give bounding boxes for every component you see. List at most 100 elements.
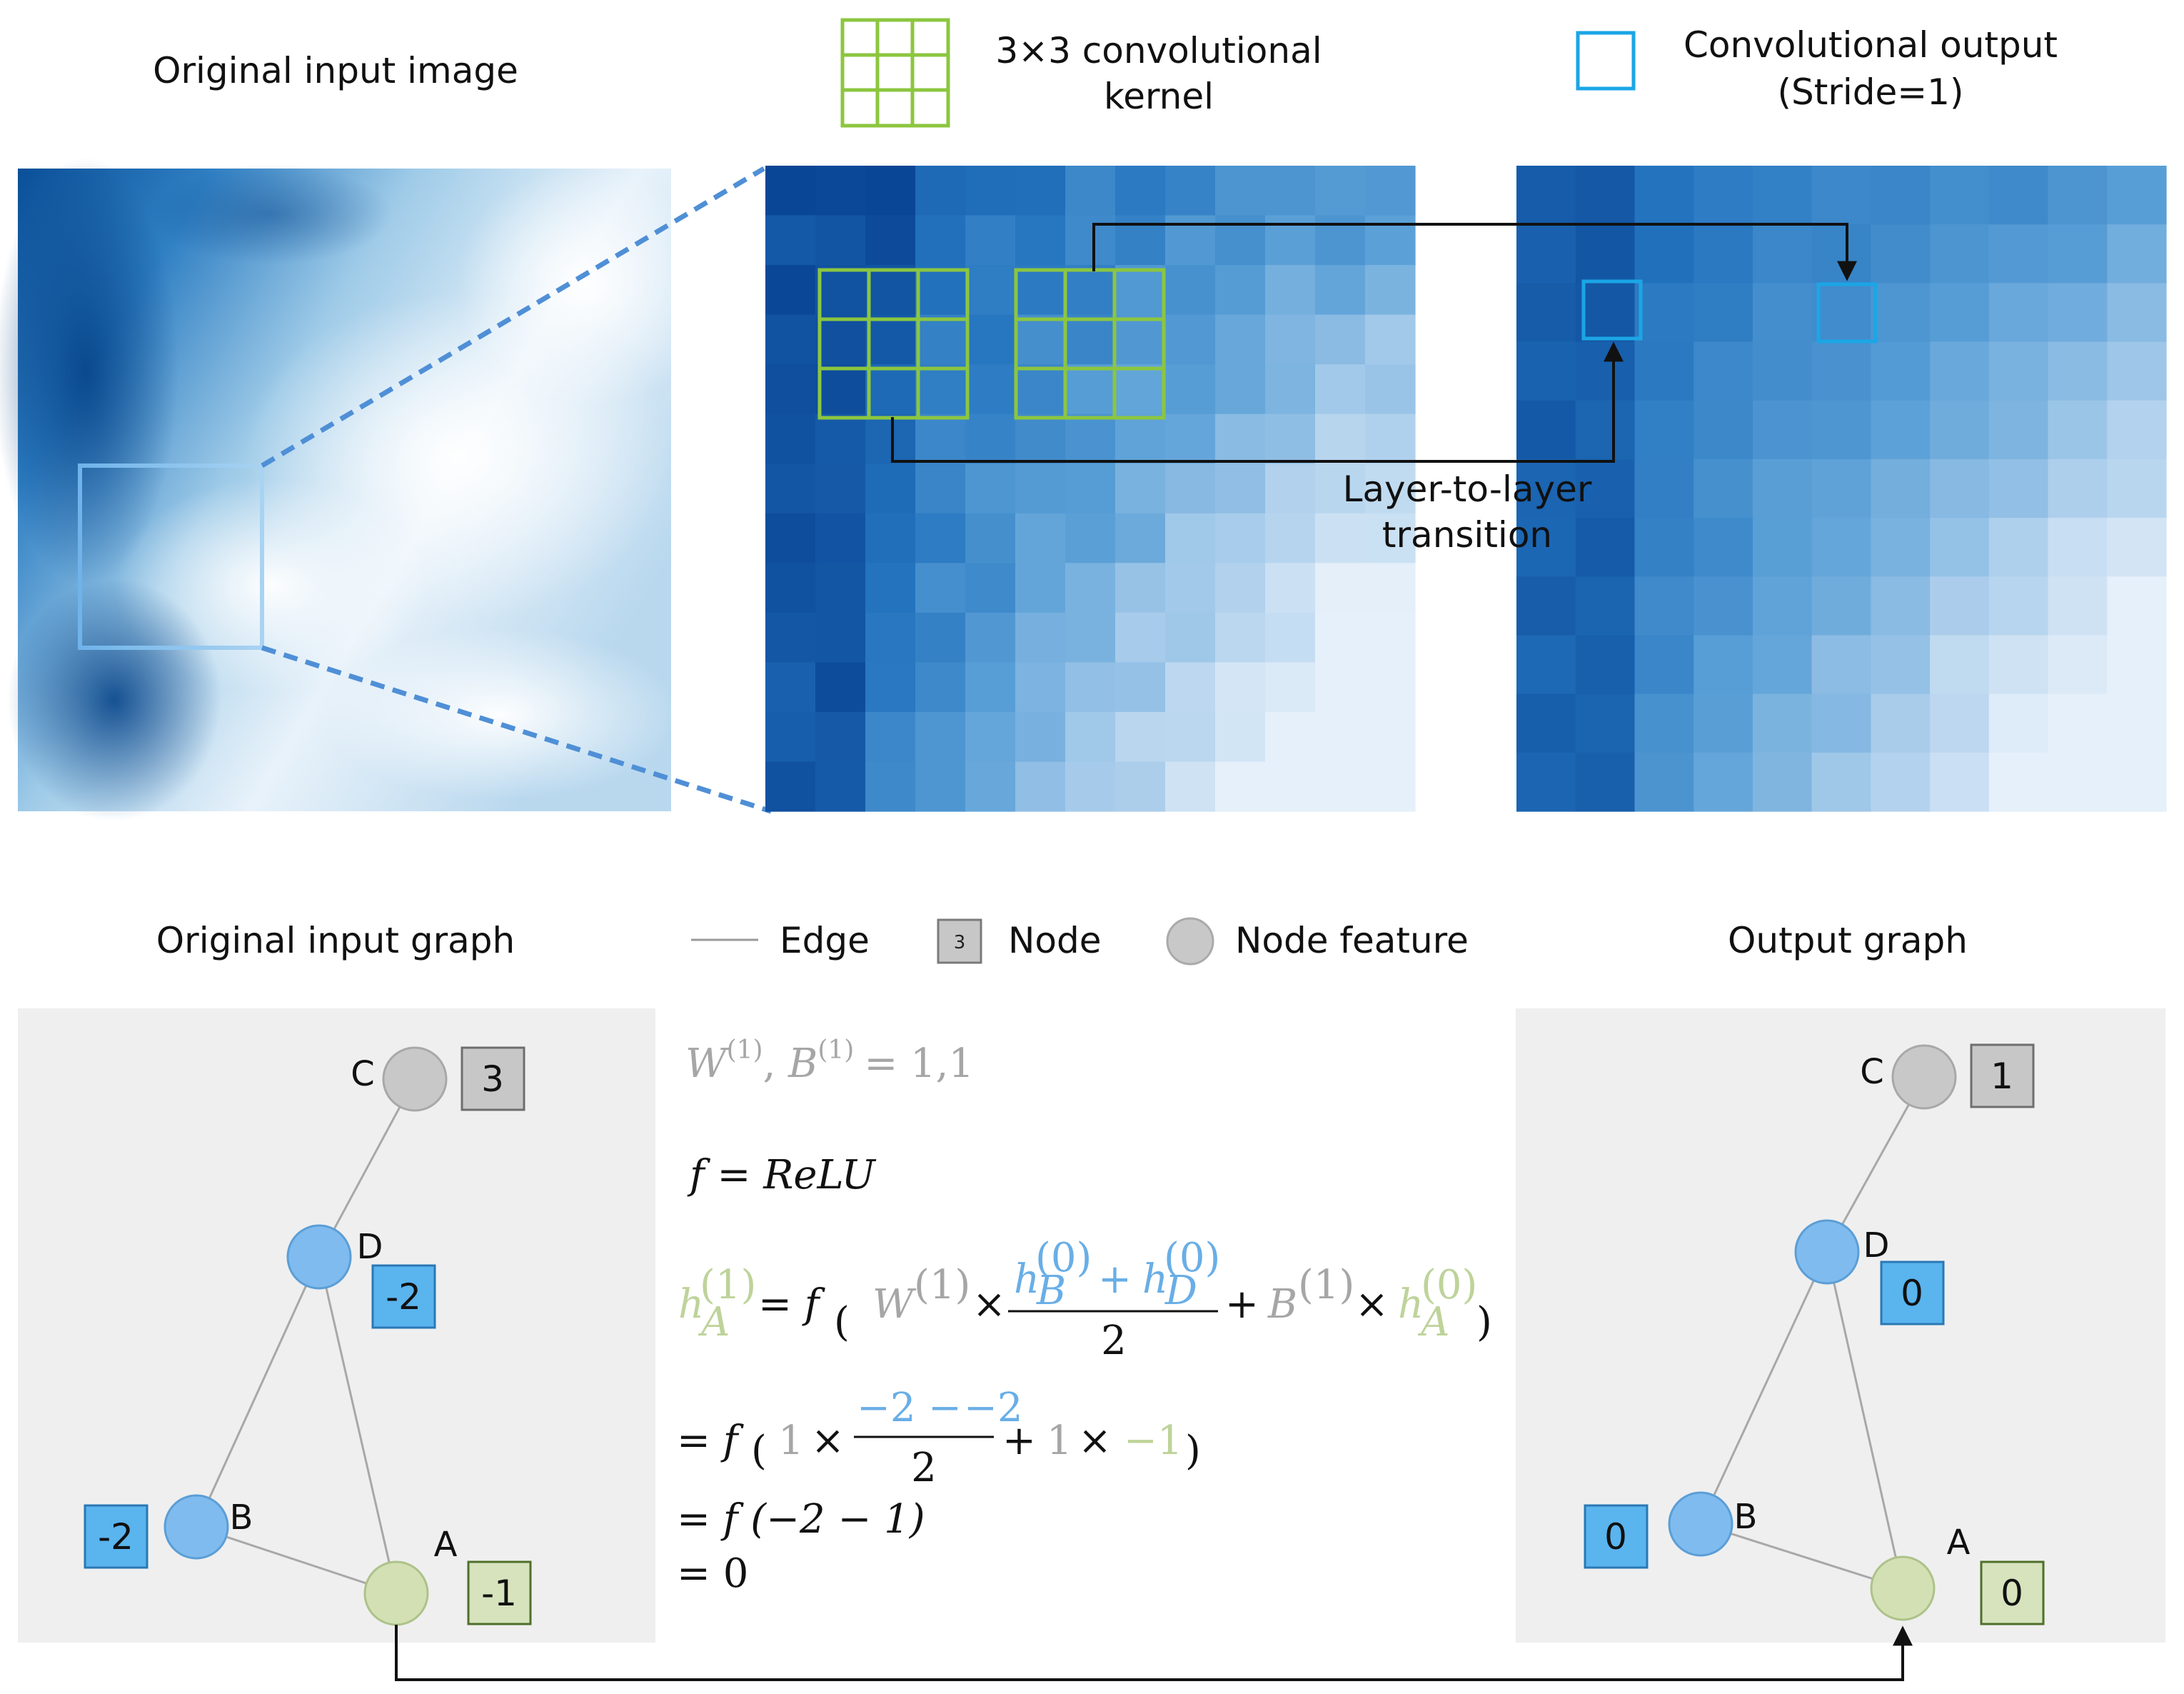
pixel-cell <box>1752 576 1813 636</box>
pixel-cell <box>915 215 966 266</box>
pixel-cell <box>915 711 966 762</box>
pixel-cell <box>1988 458 2049 518</box>
pixel-cell <box>1315 513 1366 563</box>
pixel-cell <box>1575 752 1635 812</box>
pixel-cell <box>1516 166 1576 225</box>
pixel-cell <box>1988 166 2049 225</box>
pixel-cell <box>1115 265 1166 316</box>
pixel-cell <box>1265 761 1316 812</box>
pixel-cell <box>2107 166 2167 225</box>
pixel-cell <box>1215 463 1266 514</box>
pixel-cell <box>1165 761 1216 812</box>
pixel-cell <box>1516 693 1576 753</box>
pixel-cell <box>2107 693 2167 753</box>
pixel-cell <box>1575 283 1635 343</box>
svg-text:×: × <box>972 1281 1006 1328</box>
pixel-cell <box>1988 693 2049 753</box>
svg-text:-2: -2 <box>386 1276 421 1318</box>
svg-text:(1): (1) <box>1298 1262 1354 1308</box>
pixel-cell <box>2107 283 2167 343</box>
pixel-cell <box>1752 341 1813 401</box>
pixel-cell <box>1516 576 1576 636</box>
pixel-cell <box>915 364 966 415</box>
pixel-cell <box>2107 400 2167 460</box>
pixel-cell <box>1575 458 1635 518</box>
pixel-cell <box>1634 341 1694 401</box>
pixel-cell <box>1115 761 1166 812</box>
pixel-cell <box>765 314 816 365</box>
pixel-cell <box>1575 224 1635 284</box>
pixel-cell <box>1115 711 1166 762</box>
pixel-cell <box>1315 662 1366 713</box>
pixel-cell <box>965 265 1016 316</box>
pixel-cell <box>1811 458 1871 518</box>
pixel-cell <box>815 711 866 762</box>
pixel-cell <box>1015 463 1066 514</box>
pixel-cell <box>2107 458 2167 518</box>
pixel-cell <box>1930 576 1990 636</box>
output-node-C: C 1 <box>1860 1043 2035 1110</box>
pixel-cell <box>1988 518 2049 577</box>
pixel-cell <box>1752 166 1813 225</box>
pixel-cell <box>1516 341 1576 401</box>
pixel-cell <box>865 463 916 514</box>
pixel-cell <box>765 513 816 563</box>
formula-block: W(1), B(1)= 1,1 f = ReLU h (1) A = f ( W… <box>677 1036 1492 1597</box>
formula-den: 2 <box>911 1445 937 1491</box>
pixel-cell <box>1265 612 1316 663</box>
pixel-cell <box>1694 224 1753 284</box>
pixel-cell <box>1694 458 1753 518</box>
svg-text:−1: −1 <box>1124 1418 1183 1464</box>
pixel-cell <box>1315 463 1366 514</box>
pixel-cell <box>915 463 966 514</box>
formula-num-a: −2 <box>857 1385 916 1431</box>
pixel-cell <box>1365 314 1416 365</box>
pixel-cell <box>865 265 916 316</box>
svg-text:−: − <box>928 1385 962 1431</box>
pixel-cell <box>965 612 1016 663</box>
formula-lhs: h <box>678 1281 704 1328</box>
pixel-cell <box>2048 576 2108 636</box>
pixel-cell <box>1871 400 1931 460</box>
pixel-cell <box>1265 513 1316 563</box>
pixel-cell <box>1634 518 1694 577</box>
pixel-cell <box>1752 283 1813 343</box>
pixel-cell <box>1215 314 1266 365</box>
pixel-cell <box>1015 662 1066 713</box>
pixel-cell <box>765 662 816 713</box>
pixel-cell <box>1811 400 1871 460</box>
pixel-cell <box>1634 458 1694 518</box>
pixel-cell <box>915 761 966 812</box>
pixel-cell <box>815 414 866 464</box>
pixel-cell <box>2107 224 2167 284</box>
pixel-cell <box>1215 166 1266 216</box>
pixel-cell <box>915 563 966 613</box>
svg-text:2: 2 <box>1101 1318 1127 1364</box>
svg-text:+: + <box>1098 1256 1132 1303</box>
pixel-cell <box>1811 341 1871 401</box>
pixel-cell <box>865 314 916 365</box>
pixel-cell <box>1752 693 1813 753</box>
svg-text:= f: = f <box>758 1281 826 1328</box>
pixel-cell <box>1516 400 1576 460</box>
input-node-A: A -1 <box>363 1525 532 1626</box>
pixel-cell <box>1752 458 1813 518</box>
pixel-cell <box>2048 341 2108 401</box>
pixel-cell <box>1215 612 1266 663</box>
pixel-cell <box>1015 265 1066 316</box>
pixel-cell <box>965 662 1016 713</box>
pixel-cell <box>1871 576 1931 636</box>
formula-num-b: −2 <box>964 1385 1023 1431</box>
input-node-C: C 3 <box>351 1046 525 1112</box>
pixel-cell <box>765 711 816 762</box>
svg-text:×: × <box>1078 1418 1112 1464</box>
pixel-cell <box>915 265 966 316</box>
pixel-cell <box>1634 224 1694 284</box>
pixel-cell <box>1634 400 1694 460</box>
pixel-cell <box>1165 662 1216 713</box>
pixel-cell <box>1811 518 1871 577</box>
pixel-cell <box>1752 224 1813 284</box>
pixel-cell <box>965 215 1016 266</box>
pixel-cell <box>1215 662 1266 713</box>
svg-text:A: A <box>1417 1299 1449 1345</box>
